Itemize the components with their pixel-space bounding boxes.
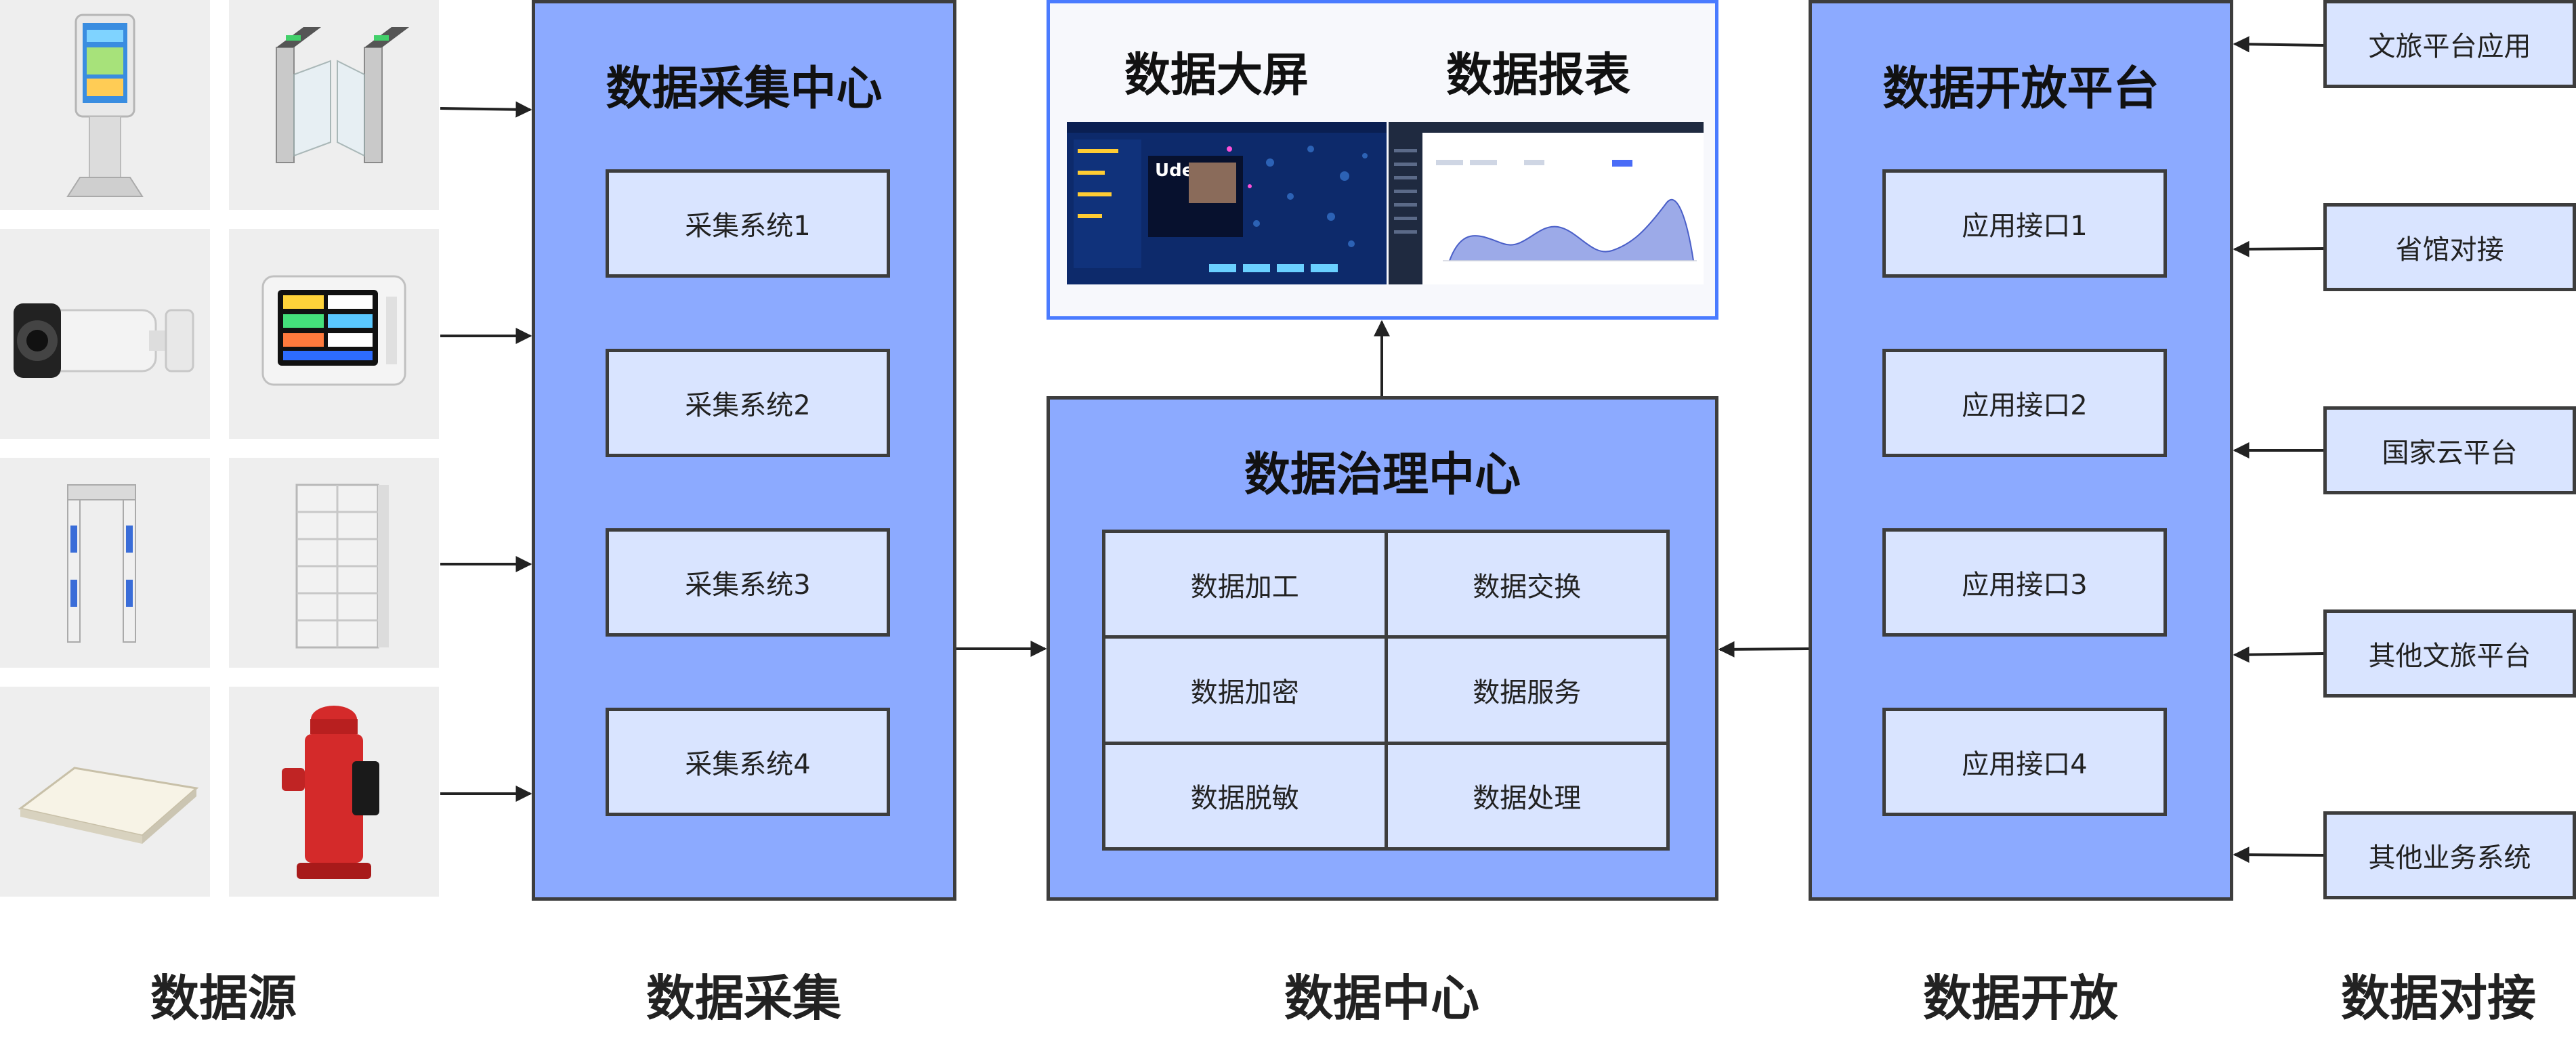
collection-system-4[interactable]: 采集系统4 <box>606 708 890 816</box>
api-4[interactable]: 应用接口4 <box>1882 708 2167 816</box>
security-camera-icon <box>14 303 194 378</box>
turnstile-tile <box>229 0 439 210</box>
arrow-integration1-to-open <box>2233 36 2324 53</box>
open-platform-panel: 数据开放平台 应用接口1 应用接口2 应用接口3 应用接口4 <box>1809 0 2233 901</box>
column-label-center: 数据中心 <box>1284 970 1479 1027</box>
collection-system-3[interactable]: 采集系统3 <box>606 528 890 637</box>
governance-cell-handling[interactable]: 数据处理 <box>1387 744 1666 847</box>
report-title: 数据报表 <box>1446 49 1631 102</box>
governance-center-title: 数据治理中心 <box>1244 448 1521 502</box>
api-3[interactable]: 应用接口3 <box>1882 528 2167 637</box>
integration-provincial-museum[interactable]: 省馆对接 <box>2323 203 2576 291</box>
fire-hydrant-icon <box>282 706 379 879</box>
column-label-open: 数据开放 <box>1922 970 2118 1027</box>
api-2[interactable]: 应用接口2 <box>1882 349 2167 457</box>
detector-tile <box>0 458 210 668</box>
governance-cell-service[interactable]: 数据服务 <box>1387 639 1666 742</box>
arrow-integration4-to-open <box>2233 646 2324 663</box>
column-label-source: 数据源 <box>150 970 297 1027</box>
api-1[interactable]: 应用接口1 <box>1882 169 2167 278</box>
open-platform-title: 数据开放平台 <box>1882 62 2159 116</box>
report-screenshot <box>1389 122 1704 284</box>
column-label-collect: 数据采集 <box>646 970 841 1027</box>
governance-cell-encryption[interactable]: 数据加密 <box>1105 639 1385 742</box>
camera-tile <box>0 229 210 439</box>
governance-function-grid: 数据加工 数据交换 数据加密 数据服务 数据脱敏 数据处理 <box>1102 530 1670 851</box>
hydrant-tile <box>229 687 439 897</box>
governance-cell-desensitization[interactable]: 数据脱敏 <box>1105 744 1385 847</box>
collection-center-panel: 数据采集中心 采集系统1 采集系统2 采集系统3 采集系统4 <box>532 0 956 901</box>
collection-system-1[interactable]: 采集系统1 <box>606 169 890 278</box>
walkthrough-metal-detector-icon <box>67 484 136 643</box>
storage-locker-icon <box>295 484 389 649</box>
dashboard-logo: Ude <box>1155 160 1194 181</box>
arrow-source-row1-to-collection <box>440 101 532 118</box>
integration-national-cloud[interactable]: 国家云平台 <box>2323 406 2576 494</box>
collection-center-title: 数据采集中心 <box>606 62 883 116</box>
kiosk-icon <box>66 14 144 197</box>
integration-other-business-system[interactable]: 其他业务系统 <box>2323 811 2576 899</box>
dashboard-title: 数据大屏 <box>1124 49 1309 102</box>
display-panel: 数据大屏 数据报表 Ude <box>1047 0 1718 320</box>
integration-cultural-tourism-app[interactable]: 文旅平台应用 <box>2323 0 2576 88</box>
locker-tile <box>229 458 439 668</box>
environment-monitor-icon <box>261 275 406 386</box>
governance-center-panel: 数据治理中心 数据加工 数据交换 数据加密 数据服务 数据脱敏 数据处理 <box>1047 396 1718 901</box>
dashboard-screenshot: Ude <box>1067 122 1387 284</box>
governance-cell-processing[interactable]: 数据加工 <box>1105 533 1385 636</box>
column-label-dock: 数据对接 <box>2340 970 2536 1027</box>
light-tile <box>0 687 210 897</box>
collection-system-2[interactable]: 采集系统2 <box>606 349 890 457</box>
kiosk-tile <box>0 0 210 210</box>
ceiling-panel-light-icon <box>18 767 199 844</box>
governance-cell-exchange[interactable]: 数据交换 <box>1387 533 1666 636</box>
integration-other-tourism-platform[interactable]: 其他文旅平台 <box>2323 609 2576 698</box>
turnstile-gate-icon <box>276 27 409 163</box>
monitor-tile <box>229 229 439 439</box>
